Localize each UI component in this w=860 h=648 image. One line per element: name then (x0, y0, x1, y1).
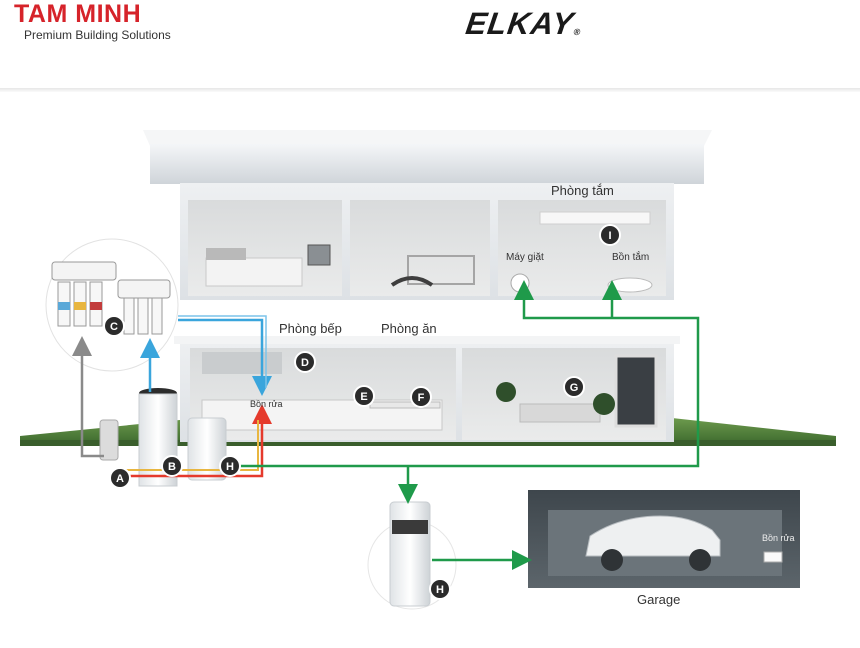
softener-cabinet-h-body (187, 417, 227, 481)
marker-h-garage (429, 578, 451, 600)
pipe-filtered-to-sink (178, 318, 272, 396)
living-room-upper (350, 200, 490, 296)
marker-h-garage-letter: H (436, 584, 444, 596)
marker-b-letter: B (168, 461, 176, 473)
softener-cabinet-h-house (187, 417, 227, 481)
filter-unit-c-panel (117, 279, 171, 299)
washing-machine (510, 273, 530, 293)
sofa (519, 403, 601, 423)
brand-tagline: Premium Building Solutions (24, 28, 171, 42)
marker-f-letter: F (418, 392, 425, 404)
label-kitchen: Phòng bếp (279, 321, 342, 336)
marker-e (353, 385, 375, 407)
bed (205, 257, 303, 287)
label-garage-sink: Bồn rửa (762, 533, 795, 543)
pipe-soft-main (230, 280, 700, 468)
filter-cartridge-label (74, 302, 86, 310)
marker-a (109, 467, 131, 489)
car-wheel-front (601, 549, 623, 571)
filter-unit-c-panel (51, 261, 117, 281)
filter-cartridge-label (58, 302, 70, 310)
wall-picture (307, 244, 331, 266)
header-divider (0, 88, 860, 92)
bed-headboard (206, 248, 246, 260)
plant-dining (496, 382, 516, 402)
filter-cartridge (123, 297, 135, 335)
house-roof-band (150, 144, 704, 184)
prefilter-a (99, 419, 119, 461)
lower-floor-roofline (174, 336, 680, 344)
plant-window (593, 393, 615, 415)
car (585, 515, 721, 557)
prefilter-a-body (99, 419, 119, 461)
filter-cartridge-label (90, 302, 102, 310)
label-garage: Garage (637, 592, 680, 607)
tam-minh-logo: TAM MINH Premium Building Solutions (14, 0, 171, 42)
label-bathroom: Phòng tắm (551, 183, 614, 198)
marker-a-letter: A (116, 473, 124, 485)
marker-c (103, 315, 125, 337)
bath-window (539, 211, 651, 225)
filter-cartridge (137, 297, 149, 335)
pipe-hot-to-sink (120, 404, 272, 478)
garage-sink (763, 551, 783, 563)
pipe-raw-water-inlet (80, 420, 104, 458)
pipe-filtered-to-sink-secondary (178, 315, 267, 388)
marker-h-house (219, 455, 241, 477)
marker-h-house-letter: H (226, 461, 234, 473)
garage (528, 490, 800, 588)
marker-d (294, 351, 316, 373)
marker-d-letter: D (301, 357, 309, 369)
car-wheel-rear (689, 549, 711, 571)
ground-strip (20, 440, 836, 446)
filter-cartridge (151, 297, 163, 335)
kitchen-upper-cabinets (202, 352, 282, 374)
dining-window (614, 354, 658, 428)
marker-i-letter: I (608, 230, 611, 242)
brand-name: TAM MINH (14, 0, 142, 28)
softener-cabinet-h-garage-panel (392, 520, 428, 534)
marker-g (563, 376, 585, 398)
marker-g-letter: G (570, 382, 579, 394)
house-roof (143, 130, 712, 146)
filter-unit-c (45, 238, 179, 372)
marker-f (410, 386, 432, 408)
marker-c-letter: C (110, 321, 118, 333)
label-kitchen-sink: Bồn rửa (250, 399, 283, 409)
label-bathtub: Bồn tắm (612, 250, 649, 263)
marker-b (161, 455, 183, 477)
marker-i (599, 224, 621, 246)
marker-e-letter: E (360, 391, 367, 403)
label-washing-machine: Máy giặt (506, 252, 544, 263)
lounge-chair (390, 276, 434, 287)
softener-cabinet-h-garage-body (389, 501, 431, 607)
label-dining: Phòng ăn (381, 321, 437, 336)
bookshelf (407, 255, 475, 285)
bathtub (607, 277, 653, 293)
